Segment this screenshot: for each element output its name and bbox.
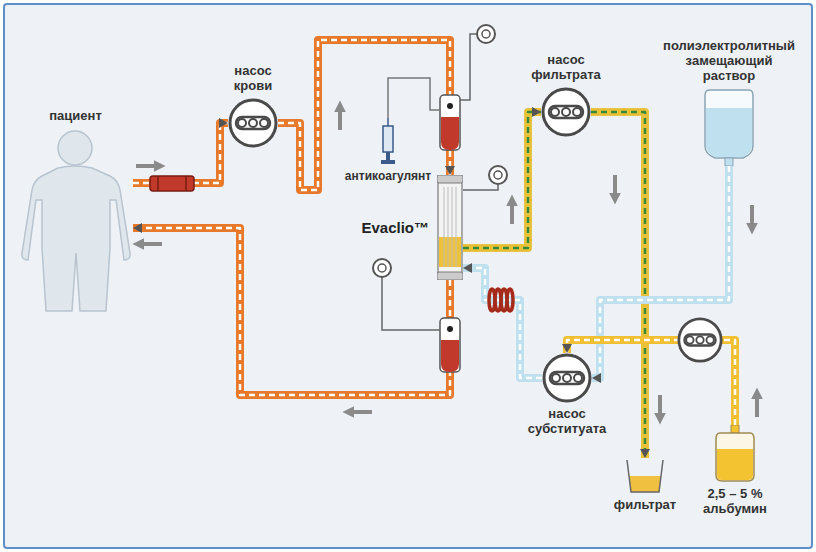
- beaker-shape: [623, 458, 667, 494]
- node-label: антикоагулянт: [345, 170, 431, 184]
- pump-shape: [228, 98, 278, 148]
- pump-symbol: [228, 98, 278, 148]
- node-label: 2,5 – 5 % альбумин: [693, 487, 777, 517]
- filtrate-container: [623, 458, 667, 494]
- blood-line: [278, 40, 455, 190]
- solution-line: [592, 166, 729, 383]
- arrow-head: [133, 223, 142, 233]
- solution-bag: полиэлектролитный замещающий раствор: [663, 39, 795, 166]
- pressure-gauge: [463, 166, 507, 190]
- tube: [133, 228, 450, 395]
- anticoagulant-syringe: антикоагулянт: [345, 118, 431, 184]
- plasma-filter: Evaclio™: [361, 175, 463, 280]
- albumin-bag: 2,5 – 5 % альбумин: [693, 425, 777, 517]
- tube: [463, 112, 541, 248]
- tube-dash: [592, 166, 729, 378]
- node-label: полиэлектролитный замещающий раствор: [663, 39, 795, 84]
- albumin-bag: [714, 425, 756, 483]
- blood-line: [133, 223, 450, 395]
- node-label: насос крови: [234, 64, 272, 94]
- filter-shape: [437, 175, 463, 280]
- line-connector: [150, 176, 194, 191]
- tube-dash: [591, 112, 645, 458]
- diagram-frame: [3, 3, 813, 549]
- solution-line: [463, 263, 542, 378]
- tube: [591, 112, 645, 458]
- arrow-head: [592, 373, 601, 383]
- tube: [278, 40, 450, 190]
- anticoagulant-line: [388, 78, 440, 118]
- arrow-head: [463, 263, 472, 273]
- pump-shape: [542, 353, 592, 403]
- pump-symbol: [542, 353, 592, 403]
- heater-coil: [489, 289, 513, 311]
- tube-dash: [463, 268, 542, 378]
- substitute-pump: насос субституата: [528, 353, 606, 437]
- drip-chamber: [440, 318, 460, 372]
- filtrate-pump: насос фильтрата: [531, 53, 601, 137]
- node-label: фильтрат: [614, 498, 676, 513]
- tube-dash: [278, 40, 450, 190]
- syringe-symbol: [380, 118, 396, 166]
- node-label: пациент: [49, 109, 102, 124]
- tube: [133, 123, 228, 183]
- drip-chamber: [440, 95, 460, 150]
- arrow-head: [219, 118, 228, 128]
- pump-shape: [541, 87, 591, 137]
- patient-shape: [18, 128, 133, 313]
- solution-bag: [703, 88, 755, 166]
- filter-column: [437, 175, 463, 280]
- solbag-shape: [703, 88, 755, 166]
- albumin-pump: [679, 319, 721, 361]
- syringe-shape: [380, 118, 396, 166]
- tube-dash: [133, 123, 228, 183]
- filtrate-line: [463, 107, 541, 248]
- arrow-head: [532, 107, 541, 117]
- filtrate-line: [591, 112, 650, 458]
- node-label: насос фильтрата: [531, 53, 601, 83]
- tube-dash: [133, 228, 450, 395]
- pump-symbol: [541, 87, 591, 137]
- arrow-head: [445, 166, 455, 175]
- pressure-gauge: [460, 25, 495, 100]
- arrow-head: [640, 449, 650, 458]
- patient-figure: [18, 128, 133, 313]
- blood-line: [133, 118, 228, 183]
- flow-arrow: [136, 110, 757, 417]
- arrow-head: [562, 344, 572, 353]
- node-label: насос субституата: [528, 407, 606, 437]
- albbag-shape: [714, 425, 756, 483]
- node-label: Evaclio™: [361, 219, 429, 236]
- tube-dash: [463, 112, 541, 248]
- tube: [592, 166, 729, 378]
- patient: пациент: [18, 109, 133, 313]
- pressure-gauge: [373, 259, 440, 330]
- tube: [463, 268, 542, 378]
- filtrate-container: фильтрат: [614, 458, 676, 513]
- blood-pump: насос крови: [228, 64, 278, 148]
